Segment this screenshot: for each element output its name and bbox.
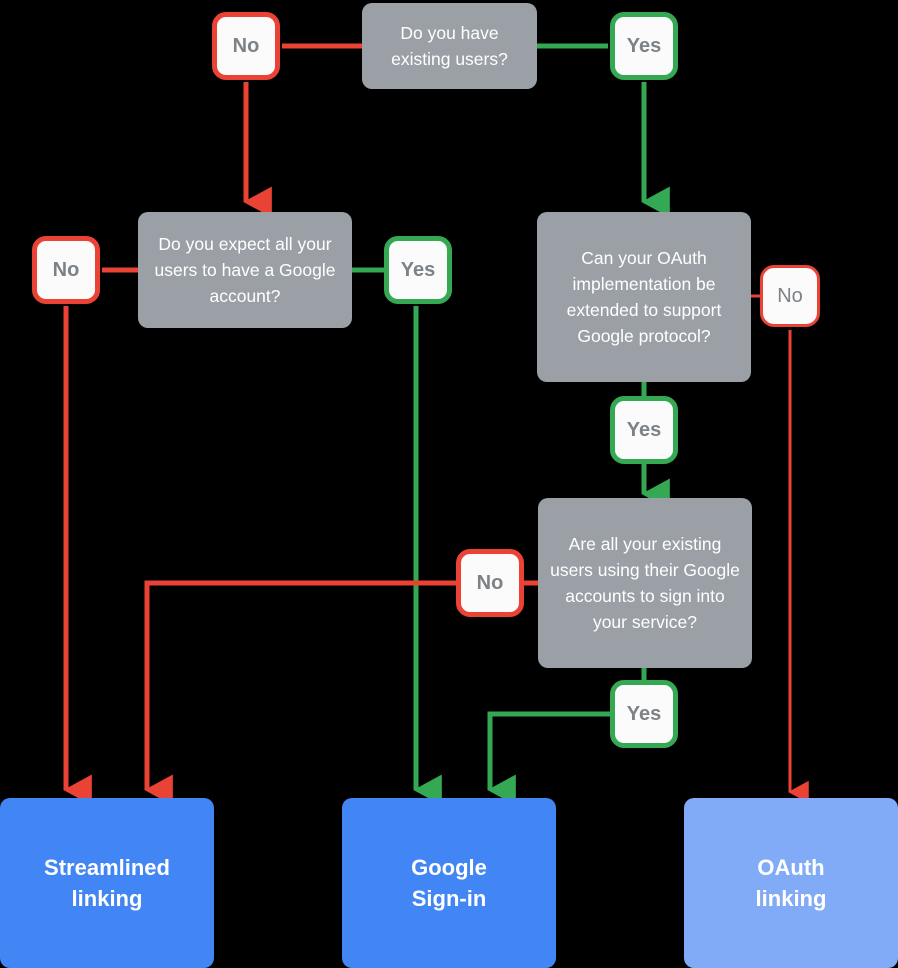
- question-text: Do you expect all your users to have a G…: [154, 234, 336, 306]
- decision-pill-yes-existing-users[interactable]: Yes: [610, 12, 678, 80]
- question-text: Are all your existing users using their …: [550, 534, 740, 632]
- outcome-label: Streamlined linking: [44, 852, 170, 914]
- question-box-google-account: Do you expect all your users to have a G…: [138, 212, 352, 328]
- question-text: Can your OAuth implementation be extende…: [566, 248, 722, 346]
- outcome-label: OAuth linking: [756, 852, 827, 914]
- question-box-existing-users-google: Are all your existing users using their …: [538, 498, 752, 668]
- decision-label: No: [777, 284, 803, 307]
- outcome-line-2: linking: [71, 886, 143, 911]
- outcome-line-1: OAuth: [757, 855, 825, 880]
- question-box-existing-users: Do you have existing users?: [362, 3, 537, 89]
- decision-pill-yes-existing-users-google[interactable]: Yes: [610, 680, 678, 748]
- outcome-line-2: linking: [755, 886, 827, 911]
- decision-label: Yes: [626, 34, 662, 57]
- edge-yes-to-google-signin-right: [487, 711, 610, 806]
- edge-no-to-streamlined-right: [144, 580, 456, 806]
- decision-label: Yes: [400, 258, 436, 281]
- outcome-box-google-sign-in[interactable]: Google Sign-in: [342, 798, 556, 968]
- decision-pill-no-google-account[interactable]: No: [32, 236, 100, 304]
- decision-label: No: [232, 34, 260, 57]
- decision-pill-no-existing-users[interactable]: No: [212, 12, 280, 80]
- outcome-line-1: Streamlined: [44, 855, 170, 880]
- question-box-oauth-extendable: Can your OAuth implementation be extende…: [537, 212, 751, 382]
- decision-label: No: [52, 258, 80, 281]
- outcome-label: Google Sign-in: [411, 852, 487, 914]
- decision-label: Yes: [626, 702, 662, 725]
- outcome-line-2: Sign-in: [411, 886, 487, 911]
- decision-label: No: [476, 571, 504, 594]
- decision-pill-no-existing-users-google[interactable]: No: [456, 549, 524, 617]
- decision-pill-yes-google-account[interactable]: Yes: [384, 236, 452, 304]
- outcome-box-oauth-linking[interactable]: OAuth linking: [684, 798, 898, 968]
- decision-label: Yes: [626, 418, 662, 441]
- outcome-line-1: Google: [411, 855, 487, 880]
- outcome-box-streamlined-linking[interactable]: Streamlined linking: [0, 798, 214, 968]
- decision-pill-yes-oauth-extendable[interactable]: Yes: [610, 396, 678, 464]
- question-text: Do you have existing users?: [391, 23, 508, 69]
- decision-pill-no-oauth-extendable[interactable]: No: [760, 265, 820, 327]
